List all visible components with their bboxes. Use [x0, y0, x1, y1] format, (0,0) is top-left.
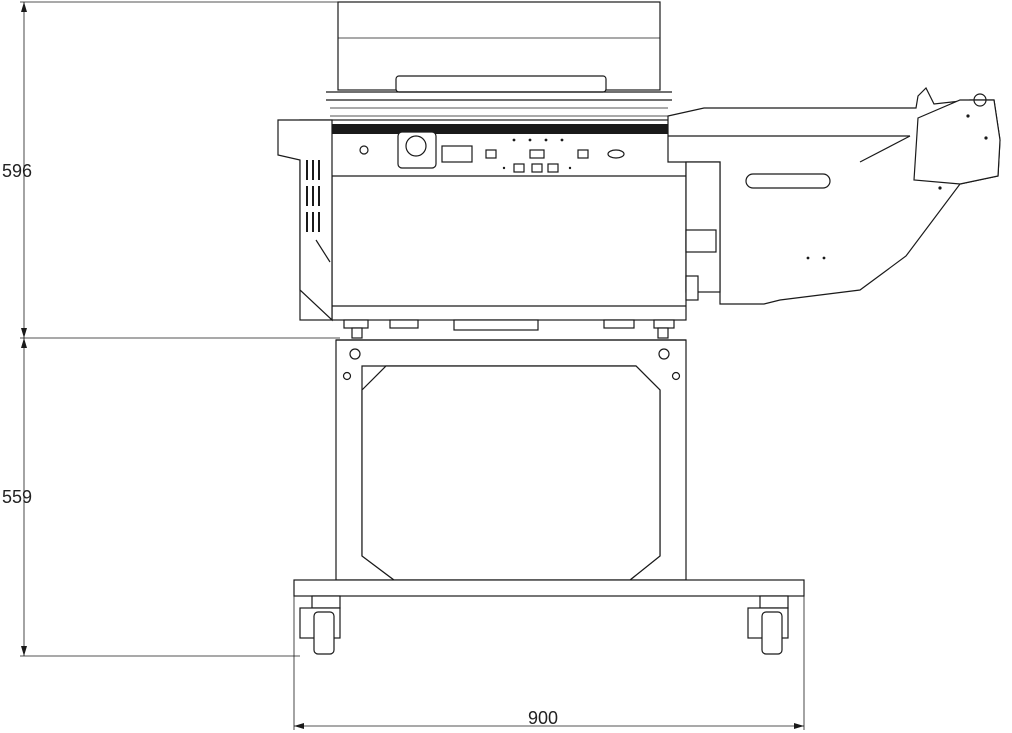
indicator-lamp-icon: [607, 149, 625, 159]
control-button[interactable]: [577, 149, 589, 159]
control-button[interactable]: [547, 163, 559, 173]
upper-height-label: 596: [2, 161, 32, 181]
control-button[interactable]: [531, 163, 543, 173]
vent-slots: [306, 160, 320, 232]
screw-icon: [359, 145, 369, 155]
rotary-knob-icon[interactable]: [405, 135, 427, 157]
caster-wheel-right: [747, 595, 789, 655]
stand-frame: [293, 339, 805, 597]
dimension-lines: [20, 1, 805, 730]
bolt-icon: [349, 348, 361, 360]
control-button[interactable]: [485, 149, 497, 159]
lower-height-label: 559: [2, 487, 32, 507]
bolt-icon: [658, 348, 670, 360]
machine-body: [277, 119, 687, 339]
film-feed-arm: [667, 86, 1001, 305]
control-button[interactable]: [513, 163, 525, 173]
hood-cover: [326, 1, 672, 117]
handle-slot[interactable]: [745, 173, 831, 189]
caster-wheel-left: [299, 595, 341, 655]
main-switch[interactable]: [397, 131, 437, 169]
width-label: 900: [528, 708, 558, 728]
control-button[interactable]: [529, 149, 545, 159]
display-window: [441, 145, 473, 163]
